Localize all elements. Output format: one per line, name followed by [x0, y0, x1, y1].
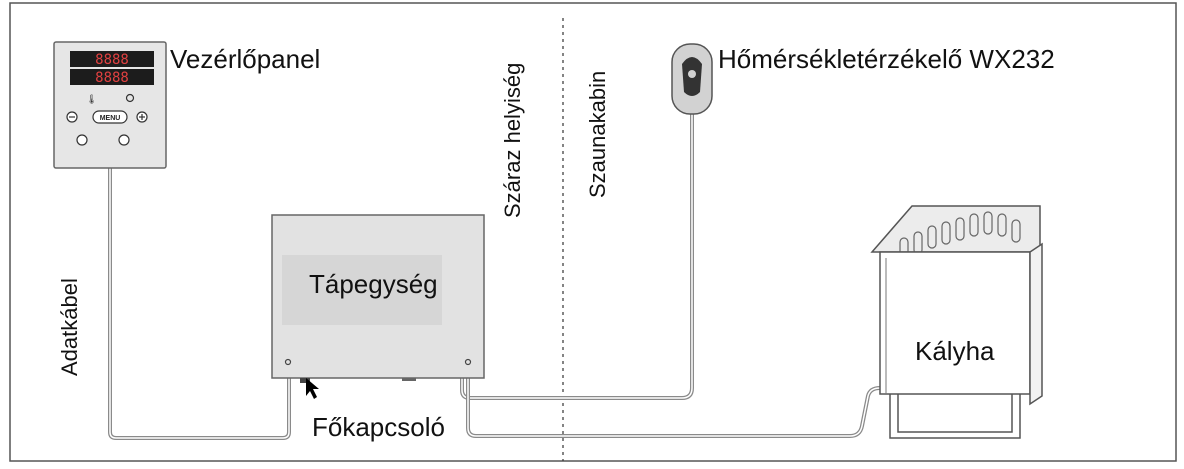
- label-heater: Kályha: [915, 336, 995, 366]
- power-unit-label-area: [282, 255, 442, 325]
- label-sauna-cabin: Szaunakabin: [585, 70, 610, 198]
- control-panel-display-top: [70, 51, 154, 67]
- control-panel: 8888 8888 🌡 MENU: [53, 41, 167, 169]
- data-cable: [108, 150, 291, 440]
- heater-cable-inner: [467, 378, 881, 437]
- thermometer-icon: 🌡: [86, 94, 97, 104]
- heater: [870, 205, 1043, 439]
- label-control-panel: Vezérlőpanel: [170, 44, 321, 74]
- data-cable-inner: [109, 150, 290, 439]
- label-dry-room: Száraz helyiség: [500, 62, 525, 218]
- power-unit: [271, 214, 485, 399]
- menu-button-label: MENU: [100, 115, 121, 122]
- screw-left: [284, 358, 292, 366]
- heater-cable: [466, 378, 881, 438]
- power-unit-connector: [402, 378, 416, 381]
- screw-right: [464, 358, 472, 366]
- diagram-frame: [9, 2, 1177, 462]
- menu-button: [92, 110, 128, 124]
- temperature-sensor: [671, 43, 713, 115]
- clock-icon: [125, 93, 135, 103]
- sensor-element-hole: [688, 70, 696, 78]
- light-button: [118, 134, 130, 146]
- heater-body: [879, 251, 1031, 395]
- power-button: [76, 134, 88, 146]
- label-main-switch: Főkapcsoló: [312, 412, 445, 442]
- control-panel-display-bottom: [70, 69, 154, 85]
- label-data-cable: Adatkábel: [57, 278, 82, 376]
- heater-legs: [889, 394, 1021, 439]
- label-sensor: Hőmérsékletérzékelő WX232: [718, 44, 1055, 74]
- cursor-arrow-icon: [306, 378, 319, 399]
- heater-side: [1029, 242, 1043, 406]
- label-power-unit: Tápegység: [309, 269, 438, 299]
- display-bottom-digits: 8888: [95, 70, 129, 86]
- main-switch-knob: [300, 378, 310, 383]
- display-top-digits: 8888: [95, 52, 129, 68]
- sensor-cable: [460, 112, 694, 400]
- sensor-cable-inner: [461, 112, 693, 399]
